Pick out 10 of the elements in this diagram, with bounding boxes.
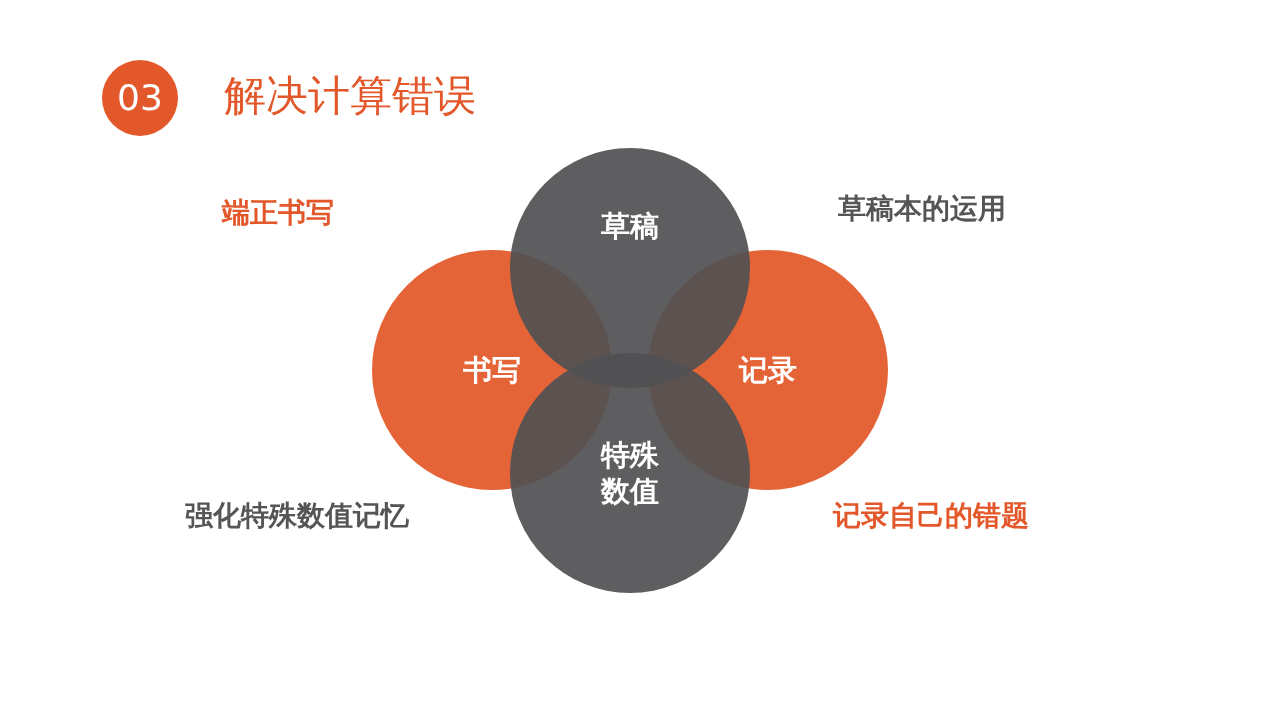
caption-text: 端正书写 — [222, 195, 334, 231]
slide-title: 解决计算错误 — [224, 70, 476, 122]
caption-text: 草稿本的运用 — [838, 191, 1006, 227]
caption-text: 强化特殊数值记忆 — [185, 498, 409, 534]
circle-label: 记录 — [737, 352, 798, 388]
circle-label: 草稿 — [600, 208, 660, 244]
circle-label: 03 — [117, 80, 163, 116]
circle-label: 特殊数值 — [599, 437, 660, 509]
caption-text: 记录自己的错题 — [833, 498, 1029, 534]
circle-label: 书写 — [462, 352, 522, 388]
